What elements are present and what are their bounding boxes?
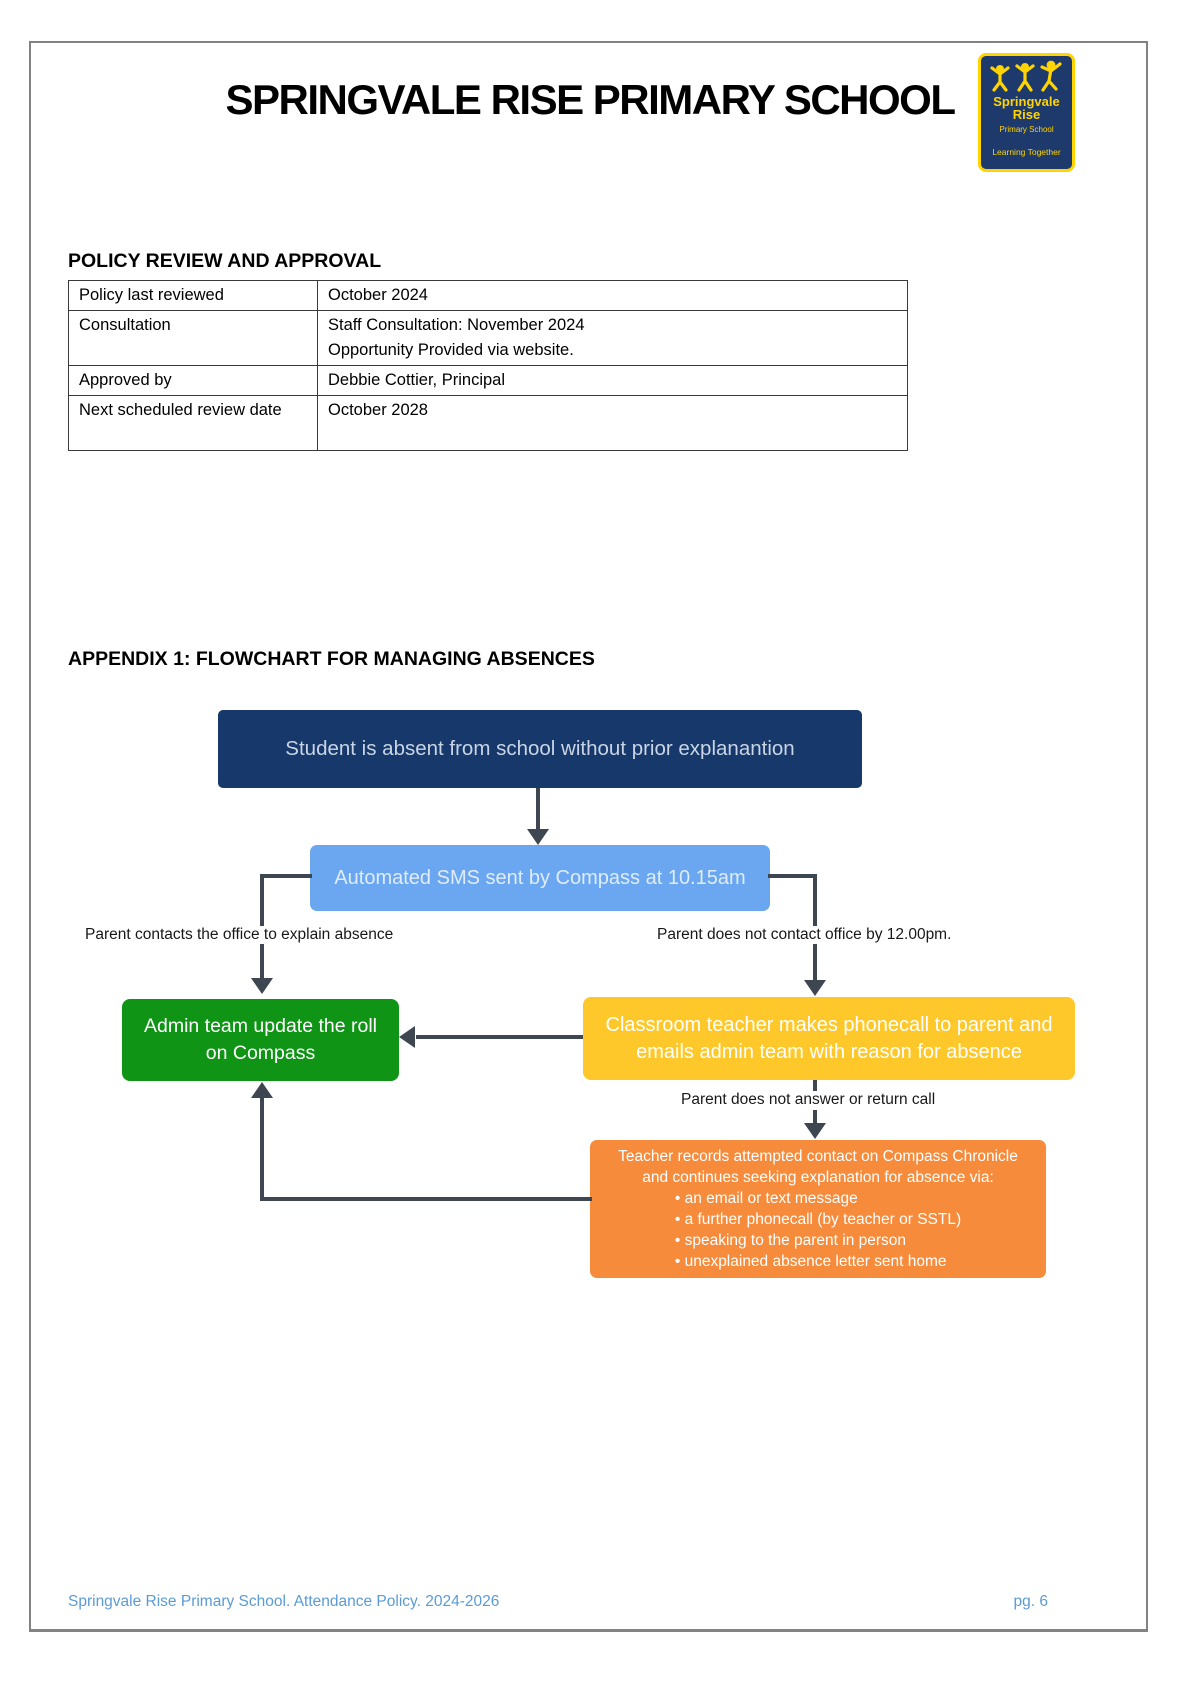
flowchart-node-teacher-records: Teacher records attempted contact on Com… bbox=[590, 1140, 1046, 1278]
table-cell-value: October 2028 bbox=[317, 395, 908, 451]
table-cell-value: Staff Consultation: November 2024 Opport… bbox=[317, 310, 908, 366]
children-figures-icon bbox=[989, 60, 1062, 92]
connector-start-to-sms bbox=[536, 788, 540, 830]
connector-to-records bbox=[813, 1110, 817, 1124]
arrowhead-down-icon bbox=[804, 1123, 826, 1139]
table-row: Consultation Staff Consultation: Novembe… bbox=[68, 310, 908, 366]
flowchart-node-sms: Automated SMS sent by Compass at 10.15am bbox=[310, 845, 770, 911]
policy-review-heading: POLICY REVIEW AND APPROVAL bbox=[68, 250, 382, 272]
arrowhead-left-icon bbox=[399, 1026, 415, 1048]
arrowhead-down-icon bbox=[527, 829, 549, 845]
logo-subtitle: Primary School bbox=[999, 125, 1054, 134]
arrowhead-down-icon bbox=[251, 978, 273, 994]
table-cell-label: Consultation bbox=[68, 310, 318, 366]
arrowhead-up-icon bbox=[251, 1082, 273, 1098]
table-row: Next scheduled review date October 2028 bbox=[68, 395, 908, 451]
policy-review-table: Policy last reviewed October 2024 Consul… bbox=[68, 280, 908, 451]
records-heading: Teacher records attempted contact on Com… bbox=[618, 1148, 1018, 1186]
table-cell-value: October 2024 bbox=[317, 280, 908, 311]
table-cell-label: Policy last reviewed bbox=[68, 280, 318, 311]
arrowhead-down-icon bbox=[804, 980, 826, 996]
edge-label-no-contact: Parent does not contact office by 12.00p… bbox=[652, 926, 957, 944]
school-logo: Springvale Rise Primary School Learning … bbox=[978, 53, 1075, 172]
appendix-heading: APPENDIX 1: FLOWCHART FOR MANAGING ABSEN… bbox=[68, 648, 595, 670]
flowchart-node-teacher-phonecall: Classroom teacher makes phonecall to par… bbox=[583, 997, 1075, 1080]
edge-label-no-answer: Parent does not answer or return call bbox=[676, 1091, 941, 1109]
footer-page-number: pg. 6 bbox=[1013, 1593, 1048, 1610]
connector-left-horizontal bbox=[262, 874, 312, 878]
edge-label-parent-contacts: Parent contacts the office to explain ab… bbox=[80, 926, 399, 944]
logo-name-line1: Springvale bbox=[993, 94, 1060, 109]
logo-tagline: Learning Together bbox=[992, 147, 1061, 157]
connector-right-horizontal bbox=[768, 874, 815, 878]
page-border bbox=[29, 41, 1148, 1632]
connector-teacher-to-admin bbox=[416, 1035, 583, 1039]
flowchart-node-start: Student is absent from school without pr… bbox=[218, 710, 862, 788]
table-cell-value: Debbie Cottier, Principal bbox=[317, 365, 908, 396]
table-row: Policy last reviewed October 2024 bbox=[68, 280, 908, 311]
footer-document-title: Springvale Rise Primary School. Attendan… bbox=[68, 1593, 500, 1610]
connector-teacher-down-stub bbox=[813, 1080, 817, 1092]
table-row: Approved by Debbie Cottier, Principal bbox=[68, 365, 908, 396]
table-cell-label: Next scheduled review date bbox=[68, 395, 318, 451]
connector-loop-vertical bbox=[260, 1097, 264, 1201]
table-cell-label: Approved by bbox=[68, 365, 318, 396]
records-bullet-list: • an email or text message • a further p… bbox=[674, 1190, 962, 1270]
logo-name-line2: Rise bbox=[1012, 107, 1041, 122]
flowchart-node-admin-update: Admin team update the roll on Compass bbox=[122, 999, 399, 1081]
page-title: SPRINGVALE RISE PRIMARY SCHOOL bbox=[225, 76, 957, 123]
connector-loop-horizontal bbox=[262, 1197, 592, 1201]
